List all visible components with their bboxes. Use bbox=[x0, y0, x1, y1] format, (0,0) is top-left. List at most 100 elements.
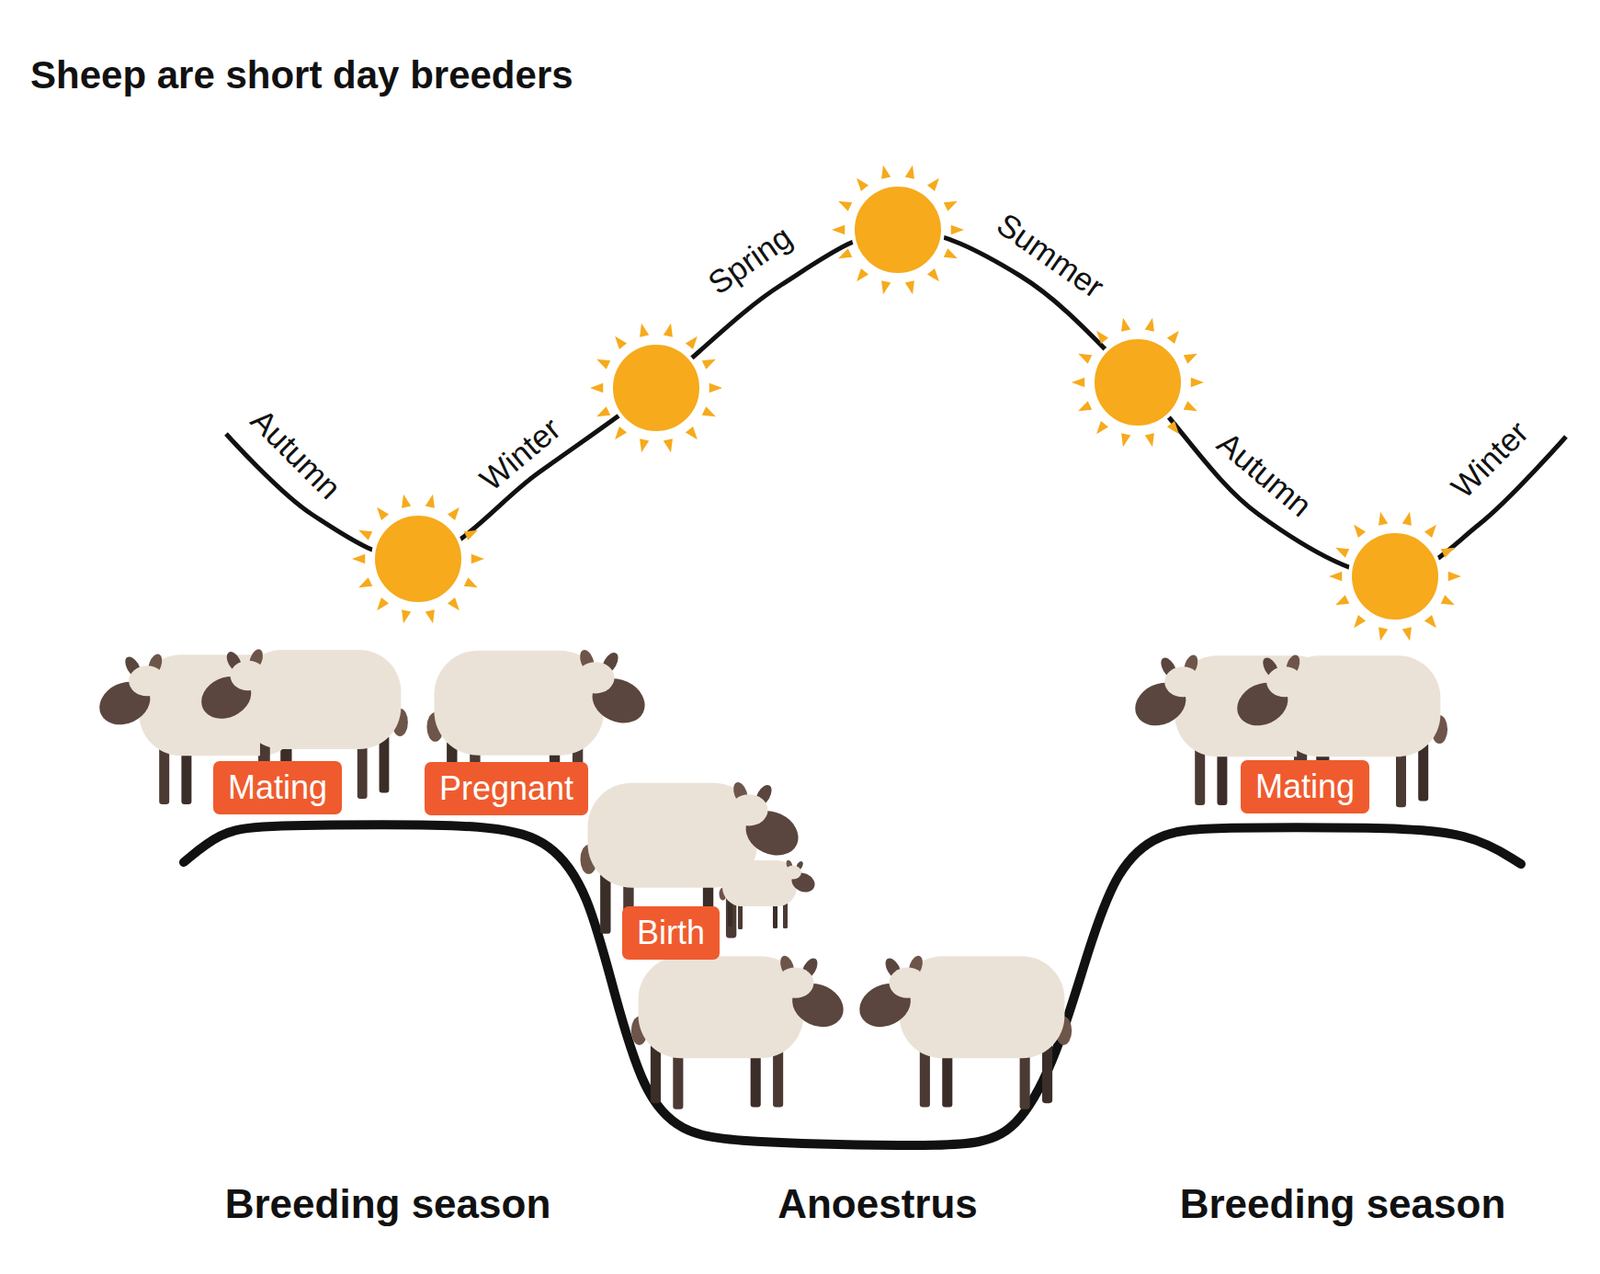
sun-ray bbox=[905, 280, 915, 295]
sun-icon bbox=[1328, 511, 1462, 641]
sheep-body bbox=[899, 955, 1066, 1058]
sun-ray bbox=[425, 609, 435, 624]
sun-ray bbox=[1441, 547, 1455, 558]
sun-ray bbox=[856, 268, 869, 282]
sun-ray bbox=[1378, 626, 1388, 641]
sheep-forelock bbox=[1266, 666, 1304, 697]
sun-ray bbox=[590, 383, 603, 393]
stage-label: Mating bbox=[1255, 766, 1355, 806]
sun-ray bbox=[1078, 353, 1092, 364]
sun-ray bbox=[1402, 511, 1412, 526]
sun-ray bbox=[709, 383, 723, 393]
sun-ray bbox=[831, 225, 845, 235]
sun-ray bbox=[881, 165, 891, 180]
sun-ray bbox=[639, 438, 649, 453]
sheep-leg bbox=[379, 735, 390, 794]
stage-tag: Birth bbox=[622, 906, 720, 959]
sun-ray bbox=[1167, 420, 1180, 434]
sheep-body bbox=[433, 650, 604, 756]
sun-ray bbox=[943, 201, 958, 212]
sun-ray bbox=[1402, 626, 1412, 641]
sun-ray bbox=[951, 225, 965, 235]
sheep-body bbox=[722, 860, 797, 907]
sun-ray bbox=[1145, 432, 1155, 447]
sheep-forelock bbox=[128, 665, 166, 696]
sun-ray bbox=[1183, 353, 1198, 364]
sun-ray bbox=[425, 494, 435, 509]
sun-ray bbox=[471, 554, 485, 564]
sun-ray bbox=[1121, 317, 1131, 332]
sheep-forelock bbox=[230, 660, 267, 691]
sun-ray bbox=[614, 336, 627, 350]
sun-ray bbox=[1191, 377, 1204, 387]
sun-ray bbox=[1328, 571, 1342, 581]
sheep-forelock bbox=[729, 794, 768, 826]
stage-label: Pregnant bbox=[439, 768, 574, 808]
sun-ray bbox=[376, 507, 389, 521]
sun-ray bbox=[663, 323, 673, 338]
sun-ray bbox=[663, 438, 673, 453]
sun-ray bbox=[401, 494, 411, 509]
sheep-body bbox=[239, 649, 401, 749]
phase-label: Anoestrus bbox=[777, 1180, 978, 1227]
sun-ray bbox=[614, 426, 627, 440]
stage-label: Mating bbox=[227, 767, 328, 807]
sun-ray bbox=[1167, 330, 1180, 344]
sheep-forelock bbox=[1164, 666, 1202, 697]
sun-ray bbox=[1353, 524, 1366, 538]
sun-disc bbox=[1350, 531, 1441, 622]
stage-label: Birth bbox=[636, 912, 705, 953]
sun-ray bbox=[464, 577, 478, 588]
sheep-leg bbox=[650, 1043, 661, 1103]
diagram-title: Sheep are short day breeders bbox=[30, 53, 574, 98]
sun-icon bbox=[1071, 317, 1204, 447]
sun-ray bbox=[1353, 614, 1366, 628]
sheep-leg bbox=[600, 873, 611, 934]
sun-disc bbox=[1092, 337, 1183, 428]
sheep-leg bbox=[727, 899, 733, 927]
sun-ray bbox=[1078, 400, 1092, 411]
sun-ray bbox=[1096, 330, 1109, 344]
sun-ray bbox=[838, 248, 852, 259]
sun-ray bbox=[639, 323, 649, 338]
sun-disc bbox=[373, 513, 464, 604]
sun-ray bbox=[838, 201, 852, 212]
sheep-forelock bbox=[777, 967, 815, 999]
sun-icon bbox=[351, 494, 485, 624]
sun-icon bbox=[590, 323, 723, 453]
sun-ray bbox=[943, 248, 958, 259]
sun-ray bbox=[1335, 594, 1350, 605]
season-label: Autumn bbox=[243, 401, 349, 507]
sheep-body bbox=[1276, 655, 1441, 757]
season-label: Autumn bbox=[1210, 424, 1319, 524]
sheep-figure bbox=[1230, 653, 1449, 808]
sun-ray bbox=[447, 597, 460, 611]
phase-label: Breeding season bbox=[1180, 1180, 1507, 1227]
sun-ray bbox=[905, 165, 915, 180]
stage-tag: Mating bbox=[1240, 760, 1370, 813]
sun-ray bbox=[358, 577, 373, 588]
sheep-body bbox=[638, 955, 805, 1058]
sheep-figure bbox=[719, 859, 819, 930]
sun-ray bbox=[447, 507, 460, 521]
sun-ray bbox=[376, 597, 389, 611]
season-label: Summer bbox=[989, 205, 1111, 307]
sun-ray bbox=[1448, 571, 1462, 581]
sun-ray bbox=[1071, 377, 1085, 387]
sheep-forelock bbox=[576, 661, 614, 693]
sheep-figure bbox=[426, 647, 652, 808]
sun-ray bbox=[856, 178, 869, 192]
sheep-forelock bbox=[889, 967, 927, 999]
sun-ray bbox=[927, 268, 940, 282]
sun-ray bbox=[927, 178, 940, 192]
sun-ray bbox=[881, 280, 891, 295]
sun-ray bbox=[1441, 594, 1455, 605]
sun-ray bbox=[685, 426, 698, 440]
sun-ray bbox=[401, 609, 411, 624]
sun-ray bbox=[1378, 511, 1388, 526]
sheep-forelock bbox=[784, 865, 802, 880]
sun-ray bbox=[1424, 614, 1437, 628]
sun-ray bbox=[596, 406, 611, 417]
sun-ray bbox=[1183, 400, 1198, 411]
